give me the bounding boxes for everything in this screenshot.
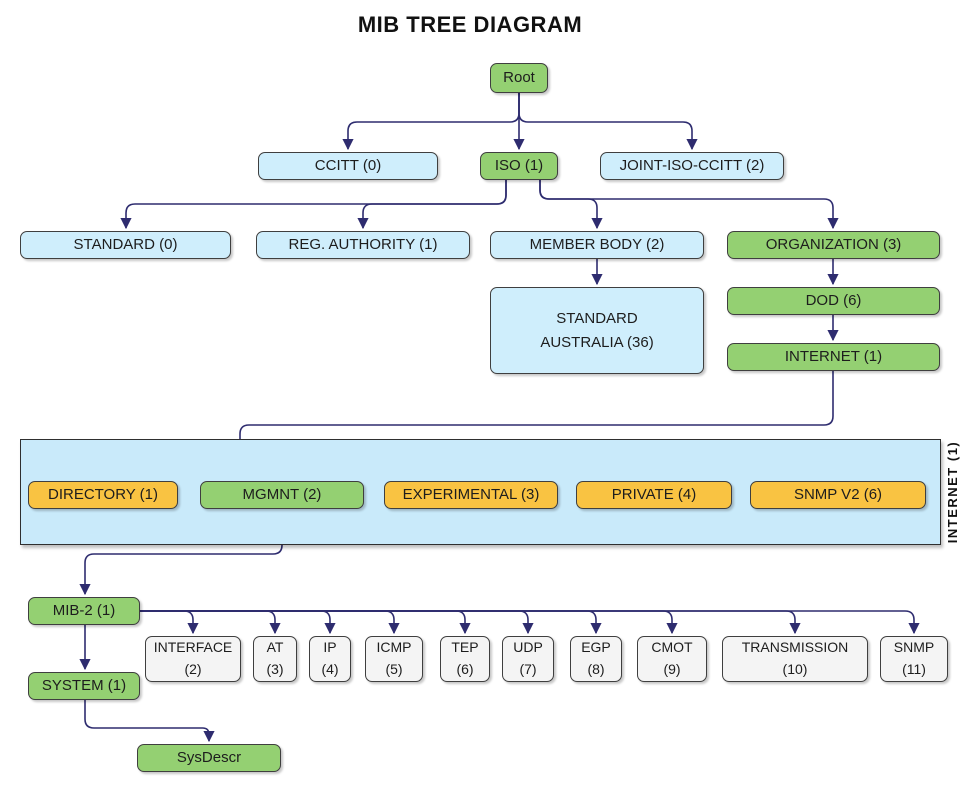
node-organization-label: ORGANIZATION (3) [765,236,902,254]
node-reg-authority: REG. AUTHORITY (1) [256,231,470,259]
node-standard: STANDARD (0) [20,231,231,259]
edge-mib2-tep [140,610,471,635]
node-egp-label: EGP [581,639,611,656]
node-root: Root [490,63,548,93]
edge-mib2-at [140,610,281,635]
node-sysdescr-label: SysDescr [176,749,242,767]
node-mgmnt-label: MGMNT (2) [242,486,322,504]
node-sysdescr: SysDescr [137,744,281,772]
node-standard-australia: STANDARD AUSTRALIA (36) [490,287,704,374]
node-udp-label: UDP [513,639,543,656]
edge-mib2-icmp [140,610,400,635]
node-joint-iso-ccitt: JOINT-ISO-CCITT (2) [600,152,784,180]
node-internet: INTERNET (1) [727,343,940,371]
node-ip-label: IP [323,639,337,656]
node-snmp-label: (11) [902,661,926,677]
node-member-body: MEMBER BODY (2) [490,231,704,259]
node-snmp-v2: SNMP V2 (6) [750,481,926,509]
edge-mib2-transmission [140,610,801,635]
node-at: AT (3) [253,636,297,682]
node-interface-label: INTERFACE [153,639,233,656]
edge-root-joint [518,93,698,151]
node-mib-2: MIB-2 (1) [28,597,140,625]
node-experimental: EXPERIMENTAL (3) [384,481,558,509]
node-root-label: Root [503,69,535,87]
edge-root-ccitt [342,93,520,151]
node-internet-label: INTERNET (1) [784,348,883,366]
node-transmission-label: (10) [782,661,808,677]
node-ip-label: (4) [321,661,339,677]
node-standard-australia-label: STANDARD [556,310,638,328]
node-system: SYSTEM (1) [28,672,140,700]
node-tep-label: TEP [451,639,479,656]
node-cmot-label: (9) [663,661,681,677]
node-dod-label: DOD (6) [805,292,862,310]
node-icmp-label: (5) [385,661,403,677]
node-cmot: CMOT (9) [637,636,707,682]
node-egp-label: (8) [587,661,605,677]
node-cmot-label: CMOT [651,639,693,656]
node-at-label: AT [266,639,284,656]
edge-mib2-udp [140,610,534,635]
node-interface-label: (2) [184,661,202,677]
node-transmission-label: TRANSMISSION [741,639,849,656]
node-ip: IP (4) [309,636,351,682]
node-reg-authority-label: REG. AUTHORITY (1) [288,236,438,254]
diagram-title: MIB TREE DIAGRAM [357,12,583,37]
node-at-label: (3) [266,661,284,677]
edge-mib2-interface [140,610,199,635]
node-private-label: PRIVATE (4) [611,486,697,504]
node-member-body-label: MEMBER BODY (2) [529,236,665,254]
edge-iso-member-body [539,180,603,230]
edge-iso-organization [539,180,839,230]
node-mib-2-label: MIB-2 (1) [52,602,116,620]
edge-mib2-ip [140,610,336,635]
node-udp: UDP (7) [502,636,554,682]
node-egp: EGP (8) [570,636,622,682]
node-standard-australia-label: AUSTRALIA (36) [540,333,654,351]
node-dod: DOD (6) [727,287,940,315]
node-private: PRIVATE (4) [576,481,732,509]
edge-internet-mgmnt [234,371,834,480]
node-snmp: SNMP (11) [880,636,948,682]
node-ccitt-label: CCITT (0) [314,157,382,175]
node-directory: DIRECTORY (1) [28,481,178,509]
node-experimental-label: EXPERIMENTAL (3) [402,486,540,504]
node-icmp: ICMP (5) [365,636,423,682]
node-iso-label: ISO (1) [494,157,544,175]
node-snmp-v2-label: SNMP V2 (6) [793,486,883,504]
node-standard-label: STANDARD (0) [73,236,178,254]
node-ccitt: CCITT (0) [258,152,438,180]
node-joint-iso-ccitt-label: JOINT-ISO-CCITT (2) [619,157,765,175]
node-organization: ORGANIZATION (3) [727,231,940,259]
node-mgmnt: MGMNT (2) [200,481,364,509]
node-snmp-label: SNMP [893,639,935,656]
edge-system-sysdescr [84,700,215,743]
edge-iso-reg-authority [357,180,507,230]
node-icmp-label: ICMP [376,639,412,656]
node-tep: TEP (6) [440,636,490,682]
node-directory-label: DIRECTORY (1) [47,486,159,504]
edge-mgmnt-mib2 [79,509,283,596]
node-transmission: TRANSMISSION (10) [722,636,868,682]
edge-mib2-cmot [140,610,678,635]
internet-side-label: INTERNET (1) [945,440,960,544]
node-iso: ISO (1) [480,152,558,180]
node-udp-label: (7) [519,661,537,677]
edge-mib2-snmp [140,610,920,635]
node-tep-label: (6) [456,661,474,677]
node-interface: INTERFACE (2) [145,636,241,682]
node-system-label: SYSTEM (1) [41,677,127,695]
